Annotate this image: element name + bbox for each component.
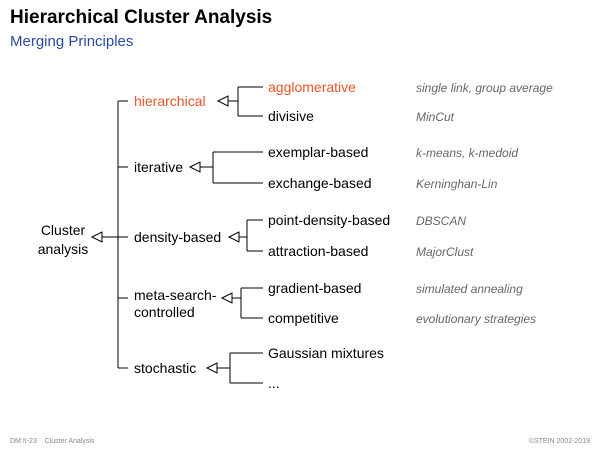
footer-right: ©STEIN 2002-2019 bbox=[528, 438, 590, 445]
example-attraction-based: MajorClust bbox=[416, 245, 474, 259]
category-meta-search-line2: controlled bbox=[134, 304, 195, 320]
category-hierarchical: hierarchical bbox=[134, 93, 206, 109]
category-meta-search-line1: meta-search- bbox=[134, 287, 217, 303]
example-exchange-based: Kerninghan-Lin bbox=[416, 177, 498, 191]
leaf-gradient-based: gradient-based bbox=[268, 280, 362, 296]
page-subtitle: Merging Principles bbox=[10, 33, 134, 50]
example-agglomerative: single link, group average bbox=[416, 81, 553, 95]
root-node: Cluster analysis bbox=[36, 221, 90, 259]
example-exemplar-based: k-means, k-medoid bbox=[416, 146, 519, 160]
category-stochastic: stochastic bbox=[134, 360, 197, 376]
leaf-agglomerative: agglomerative bbox=[268, 79, 356, 95]
root-label-line2: analysis bbox=[37, 241, 89, 257]
example-divisive: MinCut bbox=[416, 110, 455, 124]
leaf-gaussian-mixtures: Gaussian mixtures bbox=[268, 345, 384, 361]
example-competitive: evolutionary strategies bbox=[416, 312, 537, 326]
leaf-exemplar-based: exemplar-based bbox=[268, 144, 369, 160]
category-density-based: density-based bbox=[134, 229, 222, 245]
example-point-density-based: DBSCAN bbox=[416, 214, 467, 228]
example-gradient-based: simulated annealing bbox=[416, 282, 523, 296]
category-iterative: iterative bbox=[134, 159, 184, 175]
leaf-exchange-based: exchange-based bbox=[268, 175, 372, 191]
leaf-competitive: competitive bbox=[268, 310, 339, 326]
leaf-attraction-based: attraction-based bbox=[268, 243, 369, 259]
root-label-line1: Cluster bbox=[40, 222, 86, 238]
footer-left: DM:II-23 Cluster Analysis bbox=[10, 438, 95, 445]
leaf-divisive: divisive bbox=[268, 108, 314, 124]
leaf-point-density-based: point-density-based bbox=[268, 212, 391, 228]
leaf-ellipsis: ... bbox=[268, 375, 280, 391]
page-title: Hierarchical Cluster Analysis bbox=[10, 7, 273, 28]
